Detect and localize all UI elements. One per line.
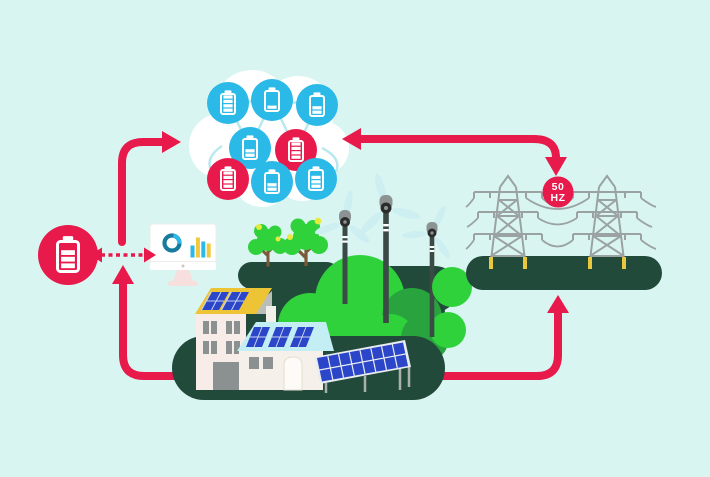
cloud-battery (207, 82, 249, 124)
transmission-tower (473, 174, 543, 261)
ground-solar-array (314, 340, 411, 393)
windows (249, 357, 273, 369)
battery-cloud (189, 70, 349, 207)
roof-solar-panels (246, 326, 314, 348)
flow-arrow-battery-to-cloud (118, 131, 181, 246)
arrowhead-right-to-monitor (144, 247, 156, 263)
cloud-battery (251, 79, 293, 121)
monitor-button (181, 264, 185, 268)
chimney (266, 306, 276, 323)
arched-door (283, 356, 303, 391)
cloud-battery (295, 158, 337, 200)
monitor-stand (173, 270, 193, 281)
monitor-chart (190, 237, 211, 258)
arrowhead-up-to-battery (112, 265, 134, 284)
cloud-battery (207, 158, 249, 200)
monitor-base (168, 281, 198, 286)
roof-solar-panels (201, 291, 249, 311)
wind-turbine (314, 190, 370, 304)
wind-turbine (360, 173, 421, 323)
bush (432, 267, 472, 307)
arrowhead-down-to-badge (545, 157, 567, 176)
cloud-battery (229, 127, 271, 169)
badge-line1: 50 (552, 181, 565, 193)
house-scene (172, 288, 445, 400)
badge-line2: HZ (551, 192, 566, 204)
home-battery-node (38, 225, 98, 285)
energy-logo (162, 233, 182, 253)
arrowhead-up-to-grid (547, 295, 569, 313)
tree (283, 217, 328, 276)
building-door (213, 362, 239, 390)
cloud-battery (296, 84, 338, 126)
cloud-battery (251, 161, 293, 203)
monitoring-computer (149, 223, 217, 286)
grid-frequency-badge: 50 HZ (542, 176, 574, 208)
apartment-building (195, 288, 272, 390)
arrowhead-left-to-cloud (342, 128, 361, 150)
house (237, 306, 334, 391)
grid-ground-blob (466, 256, 662, 290)
arrowhead-right-to-cloud (162, 131, 181, 153)
windows (203, 321, 240, 354)
array-legs (324, 367, 411, 393)
tower-feet (489, 257, 626, 269)
flow-arrow-grid-to-cloud (342, 128, 567, 176)
